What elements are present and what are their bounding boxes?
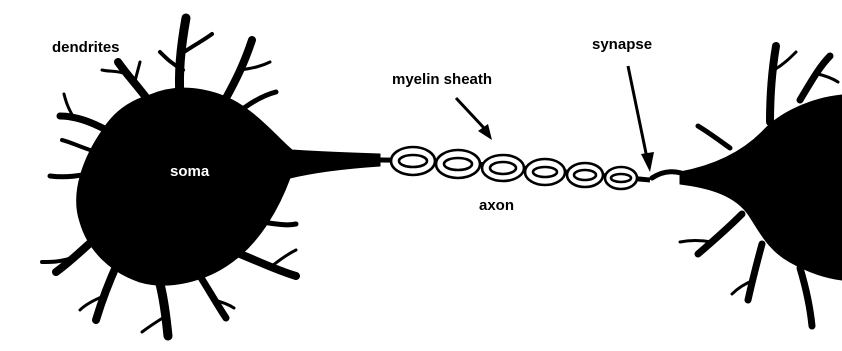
soma-label: soma [170,163,210,180]
synapse-pointer-arrow [628,66,654,172]
synapse-label: synapse [592,36,652,53]
myelin-pointer-arrow [456,98,492,140]
myelin-sheath-label: myelin sheath [392,71,492,88]
myelin-segment [391,147,435,175]
soma-body [77,88,380,285]
right-neuron [652,46,842,326]
left-neuron [42,18,380,336]
myelin-segment [567,163,603,187]
myelin-segment [525,159,565,185]
dendrites-label: dendrites [52,39,120,56]
myelin-segment [436,150,480,178]
myelin-sheath-segments [391,147,637,189]
axon-label: axon [479,197,514,214]
myelin-segment [482,155,524,181]
